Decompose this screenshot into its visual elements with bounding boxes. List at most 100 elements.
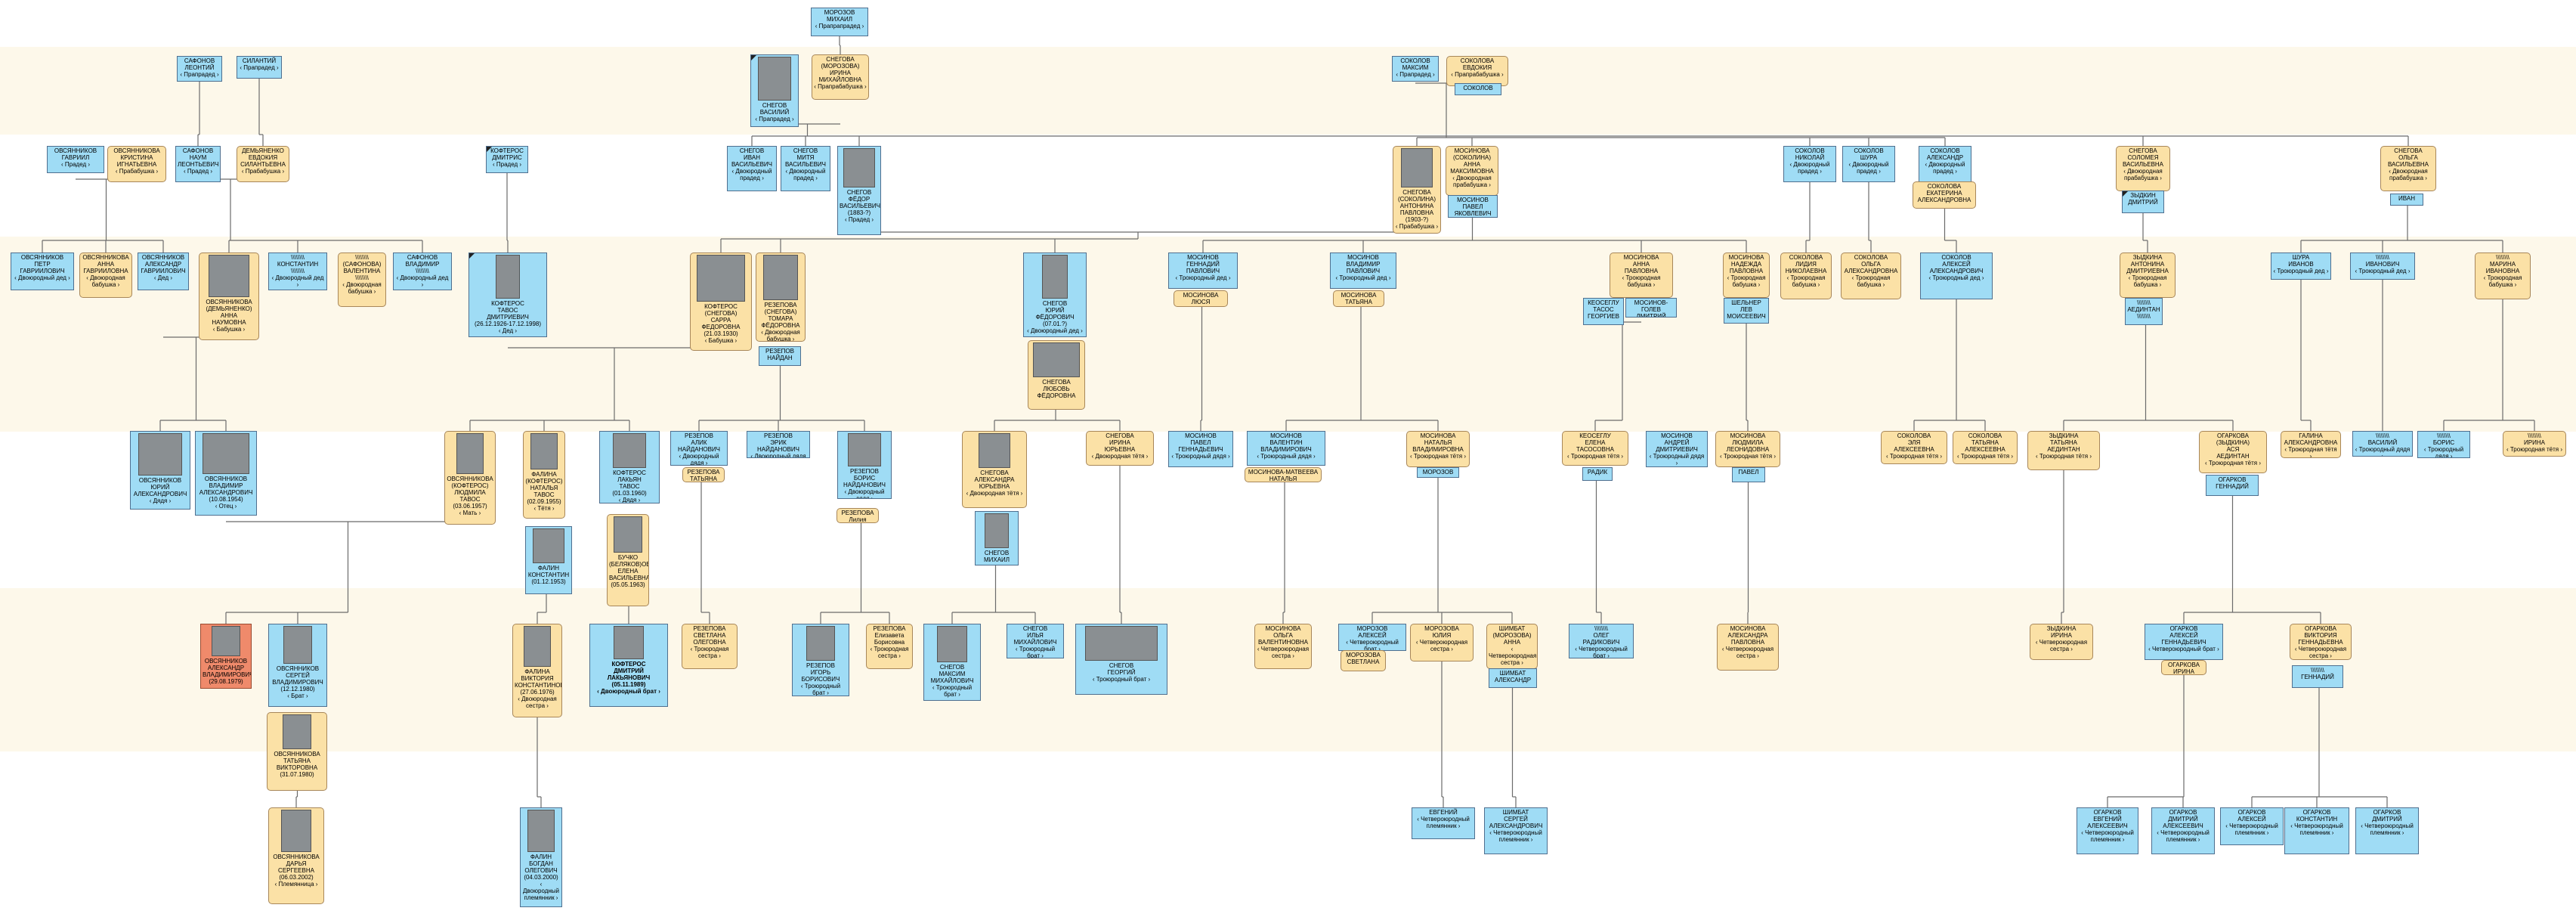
person-card[interactable]: РЕЗЕПОВ АЛИК НАЙДАНОВИЧ ‹ Двоюродный дяд… xyxy=(670,431,728,466)
person-card[interactable]: МОРОЗОВА СВЕТЛАНА xyxy=(1341,650,1386,671)
person-card[interactable]: ОГАРКОВА (ЗЫДКИНА) АСЯ АЕДИНТАН ‹ Троюро… xyxy=(2199,431,2267,473)
person-card[interactable]: МОРОЗОВ xyxy=(1417,467,1459,478)
person-card[interactable]: МОСИНОВА ЛЮДМИЛА ЛЕОНИДОВНА ‹ Троюродная… xyxy=(1715,431,1780,467)
person-card[interactable]: СОКОЛОВ АЛЕКСЕЙ АЛЕКСАНДРОВИЧ ‹ Троюродн… xyxy=(1920,253,1993,299)
person-card[interactable]: ОВСЯННИКОВА КРИСТИНА ИГНАТЬЕВНА ‹ Прабаб… xyxy=(107,146,166,182)
person-card[interactable]: СОКОЛОВ НИКОЛАЙ ‹ Двоюродный прадед › xyxy=(1783,146,1836,182)
person-card[interactable]: МОСИНОВ ГЕННАДИЙ ПАВЛОВИЧ ‹ Троюродный д… xyxy=(1168,253,1238,289)
person-card[interactable]: РЕЗЕПОВА ТАТЬЯНА xyxy=(682,467,725,482)
person-card[interactable]: \\\\\\\\ ИРИНА ‹ Троюродная тётя › xyxy=(2503,431,2566,457)
person-card[interactable]: ОВСЯННИКОВ АЛЕКСАНДР ГАВРИИЛОВИЧ ‹ Дед › xyxy=(138,253,189,290)
person-card[interactable]: КЕОСЕГЛУ ТАСОС ГЕОРГИЕВ xyxy=(1583,298,1624,325)
person-card[interactable]: ИВАН xyxy=(2390,194,2423,206)
person-card[interactable]: МОСИНОВА НАТАЛЬЯ ВЛАДИМИРОВНА ‹ Троюродн… xyxy=(1406,431,1470,467)
person-card[interactable]: МОСИНОВА ЛЮСЯ xyxy=(1174,290,1228,307)
person-card[interactable]: ОВСЯННИКОВА (ДЕМЬЯНЕНКО) АННА НАУМОВНА ‹… xyxy=(199,253,259,340)
person-card[interactable]: ПАВЕЛ xyxy=(1732,467,1765,482)
person-card[interactable]: МОСИНОВ ВАЛЕНТИН ВЛАДИМИРОВИЧ ‹ Троюродн… xyxy=(1247,431,1325,466)
person-card[interactable]: ФАЛИНА (КОФТЕРОС) НАТАЛЬЯ ТАВОС (02.09.1… xyxy=(523,431,565,519)
person-card[interactable]: САФОНОВ НАУМ ЛЕОНТЬЕВИЧ ‹ Прадед › xyxy=(175,146,221,182)
person-card[interactable]: ОВСЯННИКОВ ПЕТР ГАВРИИЛОВИЧ ‹ Двоюродный… xyxy=(11,253,74,290)
person-card[interactable]: МОСИНОВ ПАВЕЛ ЯКОВЛЕВИЧ xyxy=(1448,195,1498,218)
person-card[interactable]: ОГАРКОВ АЛЕКСЕЙ ‹ Четвероюродный племянн… xyxy=(2220,807,2284,845)
person-card[interactable]: МОСИНОВ ПАВЕЛ ГЕННАДЬЕВИЧ ‹ Троюродный д… xyxy=(1168,431,1233,467)
person-card[interactable]: ОГАРКОВ АЛЕКСЕЙ ГЕННАДЬЕВИЧ ‹ Четвероюро… xyxy=(2145,624,2223,660)
person-card[interactable]: \\\\\\\\ АЕДИНТАН \\\\\\\\ xyxy=(2125,298,2163,325)
person-card[interactable]: ОГАРКОВ ЕВГЕНИЙ АЛЕКСЕЕВИЧ ‹ Четвероюрод… xyxy=(2077,807,2138,854)
person-card[interactable]: СОКОЛОВ МАКСИМ ‹ Прапрадед › xyxy=(1392,56,1439,82)
person-card[interactable]: МОРОЗОВ МИХАИЛ ‹ Прапрапрадед › xyxy=(811,8,868,36)
person-card[interactable]: ЗЫДКИНА АНТОНИНА ДМИТРИЕВНА ‹ Троюродная… xyxy=(2120,253,2176,298)
person-card[interactable]: ОВСЯННИКОВ ЮРИЙ АЛЕКСАНДРОВИЧ ‹ Дядя › xyxy=(130,431,190,510)
person-card[interactable]: СНЕГОВА СОЛОМЕЯ ВАСИЛЬЕВНА ‹ Двоюродная … xyxy=(2116,146,2170,191)
person-card[interactable]: СОКОЛОВА ОЛЬГА АЛЕКСАНДРОВНА ‹ Троюродна… xyxy=(1841,253,1901,299)
person-card[interactable]: ФАЛИН БОГДАН ОЛЕГОВИЧ (04.03.2000) ‹ Дво… xyxy=(520,807,562,907)
person-card[interactable]: СНЕГОВА ЛЮБОВЬ ФЁДОРОВНА xyxy=(1028,340,1085,410)
person-card[interactable]: СНЕГОВА (МОРОЗОВА) ИРИНА МИХАЙЛОВНА ‹ Пр… xyxy=(812,54,869,100)
person-card[interactable]: СНЕГОВА (СОКОЛИНА) АНТОНИНА ПАВЛОВНА (19… xyxy=(1393,146,1441,234)
person-card[interactable]: РЕЗЕПОВА Лилия xyxy=(837,508,879,523)
person-card[interactable]: КОФТЕРОС ДМИТРИЙ ЛАКЬЯНОВИЧ (05.11.1989)… xyxy=(589,624,668,707)
person-card[interactable]: \\\\\\\\ ГЕННАДИЙ xyxy=(2292,665,2343,688)
person-card[interactable]: \\\\\\\\ (САФОНОВА) ВАЛЕНТИНА \\\\\\\\ ‹… xyxy=(338,253,386,307)
person-card[interactable]: ФАЛИН КОНСТАНТИН (01.12.1953) xyxy=(525,526,572,594)
person-card[interactable]: РЕЗЕПОВ ИГОРЬ БОРИСОВИЧ ‹ Троюродный бра… xyxy=(792,624,849,696)
person-card[interactable]: \\\\\\\\ МАРИНА ИВАНОВНА ‹ Троюродная ба… xyxy=(2475,253,2531,299)
person-card[interactable]: \\\\\\\\ БОРИС ‹ Троюродный дядя › xyxy=(2417,431,2470,458)
person-card[interactable]: ОВСЯННИКОВ СЕРГЕЙ ВЛАДИМИРОВИЧ (12.12.19… xyxy=(268,624,327,707)
person-card[interactable]: МОСИНОВА (СОКОЛИНА) АННА МАКСИМОВНА ‹ Дв… xyxy=(1446,146,1498,196)
person-card[interactable]: ГАЛИНА АЛЕКСАНДРОВНА ‹ Троюродная тётя › xyxy=(2281,431,2341,458)
person-card[interactable]: СИЛАНТИЙ ‹ Прапрадед › xyxy=(237,56,282,79)
person-card[interactable]: КОФТЕРОС ДМИТРИС ‹ Прадед › xyxy=(486,146,528,173)
person-card[interactable]: ОВСЯННИКОВА (КОФТЕРОС) ЛЮДМИЛА ТАВОС (03… xyxy=(444,431,496,525)
person-card[interactable]: ОВСЯННИКОВА АННА ГАВРИИЛОВНА ‹ Двоюродна… xyxy=(79,253,132,298)
person-card[interactable]: САФОНОВ ВЛАДИМИР \\\\\\\\ ‹ Двоюродный д… xyxy=(393,253,452,290)
person-card[interactable]: СНЕГОВА АЛЕКСАНДРА ЮРЬЕВНА ‹ Двоюродная … xyxy=(962,431,1027,508)
person-card[interactable]: САФОНОВ ЛЕОНТИЙ ‹ Прапрадед › xyxy=(177,56,222,82)
person-card[interactable]: \\\\\\\\ КОНСТАНТИН \\\\\\\\ ‹ Двоюродны… xyxy=(268,253,327,290)
person-card[interactable]: МОСИНОВА АННА ПАВЛОВНА ‹ Троюродная бабу… xyxy=(1610,253,1673,298)
person-card[interactable]: БУЧКО (БЕЛЯКОВ)ОВА ЕЛЕНА ВАСИЛЬЕВНА (05.… xyxy=(607,514,649,606)
person-card[interactable]: ОГАРКОВА ИРИНА xyxy=(2161,660,2206,675)
person-card[interactable]: ШИМБАТ СЕРГЕЙ АЛЕКСАНДРОВИЧ ‹ Четвероюро… xyxy=(1484,807,1548,854)
person-card[interactable]: СНЕГОВ ВАСИЛИЙ ‹ Прапрадед › xyxy=(750,54,799,127)
person-card[interactable]: ШИМБАТ АЛЕКСАНДР xyxy=(1489,668,1537,688)
person-card[interactable]: СНЕГОВ ГЕОРГИЙ ‹ Троюродный брат › xyxy=(1075,624,1167,695)
person-card[interactable]: ОГАРКОВ ДМИТРИЙ АЛЕКСЕЕВИЧ ‹ Четвероюрод… xyxy=(2151,807,2215,854)
person-card[interactable]: СОКОЛОВ АЛЕКСАНДР ‹ Двоюродный прадед › xyxy=(1919,146,1971,182)
person-card[interactable]: СНЕГОВ ФЁДОР ВАСИЛЬЕВИЧ (1883-?) ‹ Праде… xyxy=(837,146,881,235)
person-card[interactable]: СНЕГОВ ИЛЬЯ МИХАЙЛОВИЧ ‹ Троюродный брат… xyxy=(1007,624,1064,658)
person-card[interactable]: МОСИНОВ ВЛАДИМИР ПАВЛОВИЧ ‹ Троюродный д… xyxy=(1330,253,1396,289)
person-card[interactable]: СОКОЛОВ xyxy=(1455,83,1501,95)
person-card[interactable]: ОВСЯННИКОВА ДАРЬЯ СЕРГЕЕВНА (06.03.2002)… xyxy=(268,807,324,904)
person-card[interactable]: СНЕГОВ МАКСИМ МИХАЙЛОВИЧ ‹ Троюродный бр… xyxy=(923,624,981,701)
person-card[interactable]: КОФТЕРОС ЛАКЬЯН ТАВОС (01.03.1960) ‹ Дяд… xyxy=(599,431,660,503)
person-card[interactable]: МОСИНОВА ТАТЬЯНА xyxy=(1333,290,1384,307)
person-card[interactable]: РЕЗЕПОВА (СНЕГОВА) ТОМАРА ФЁДОРОВНА ‹ Дв… xyxy=(756,253,806,342)
person-card[interactable]: СОКОЛОВ ШУРА ‹ Двоюродный прадед › xyxy=(1842,146,1895,182)
person-card[interactable]: СОКОЛОВА ЕВДОКИЯ ‹ Прапрабабушка › xyxy=(1446,56,1508,86)
person-card[interactable]: ДЕМЬЯНЕНКО ЕВДОКИЯ СИЛАНТЬЕВНА ‹ Прабабу… xyxy=(237,146,289,182)
person-card[interactable]: ОГАРКОВ ДМИТРИЙ ‹ Четвероюродный племянн… xyxy=(2355,807,2419,854)
person-card[interactable]: РЕЗЕПОВ НАЙДАН xyxy=(759,346,801,366)
person-card[interactable]: ЗЫДКИНА ТАТЬЯНА АЕДИНТАН ‹ Троюродная тё… xyxy=(2027,431,2100,470)
person-card[interactable]: МОРОЗОВ АЛЕКСЕЙ ‹ Четвероюродный брат › xyxy=(1338,624,1406,651)
person-card[interactable]: СОКОЛОВА ЕКАТЕРИНА АЛЕКСАНДРОВНА xyxy=(1913,181,1976,209)
person-card[interactable]: ЕВГЕНИЙ ‹ Четвероюродный племянник › xyxy=(1412,807,1475,839)
person-card[interactable]: ОВСЯННИКОВ ГАВРИИЛ ‹ Прадед › xyxy=(47,146,104,173)
person-card[interactable]: ОВСЯННИКОВ АЛЕКСАНДР ВЛАДИМИРОВИЧ (29.08… xyxy=(200,624,252,689)
person-card[interactable]: СНЕГОВА ИРИНА ЮРЬЕВНА ‹ Двоюродная тётя … xyxy=(1086,431,1154,466)
person-card[interactable]: РАДИК xyxy=(1582,467,1613,481)
person-card[interactable]: \\\\\\\\ ВАСИЛИЙ ‹ Троюродный дядя › xyxy=(2352,431,2413,457)
person-card[interactable]: ЗЫДКИНА ИРИНА ‹ Четвероюродная сестра › xyxy=(2030,624,2093,660)
person-card[interactable]: ОВСЯННИКОВА ТАТЬЯНА ВИКТОРОВНА (31.07.19… xyxy=(267,712,327,791)
person-card[interactable]: МОСИНОВА НАДЕЖДА ПАВЛОВНА ‹ Троюродная б… xyxy=(1723,253,1770,298)
person-card[interactable]: СОКОЛОВА ЭЛЯ АЛЕКСЕЕВНА ‹ Троюродная тёт… xyxy=(1881,431,1947,464)
person-card[interactable]: ЗЫДКИН ДМИТРИЙ xyxy=(2122,191,2164,213)
person-card[interactable]: РЕЗЕПОВА СВЕТЛАНА ОЛЕГОВНА ‹ Троюродная … xyxy=(682,624,738,669)
person-card[interactable]: СОКОЛОВА ТАТЬЯНА АЛЕКСЕЕВНА ‹ Троюродная… xyxy=(1953,431,2018,464)
person-card[interactable]: ОВСЯННИКОВ ВЛАДИМИР АЛЕКСАНДРОВИЧ (10.08… xyxy=(195,431,257,516)
person-card[interactable]: ФАЛИНА ВИКТОРИЯ КОНСТАНТИНОВНА (27.06.19… xyxy=(512,624,562,717)
person-card[interactable]: \\\\\\\\ ИВАНОВИЧ ‹ Троюродный дед › xyxy=(2350,253,2415,280)
person-card[interactable]: ОГАРКОВ ГЕННАДИЙ xyxy=(2206,475,2259,496)
